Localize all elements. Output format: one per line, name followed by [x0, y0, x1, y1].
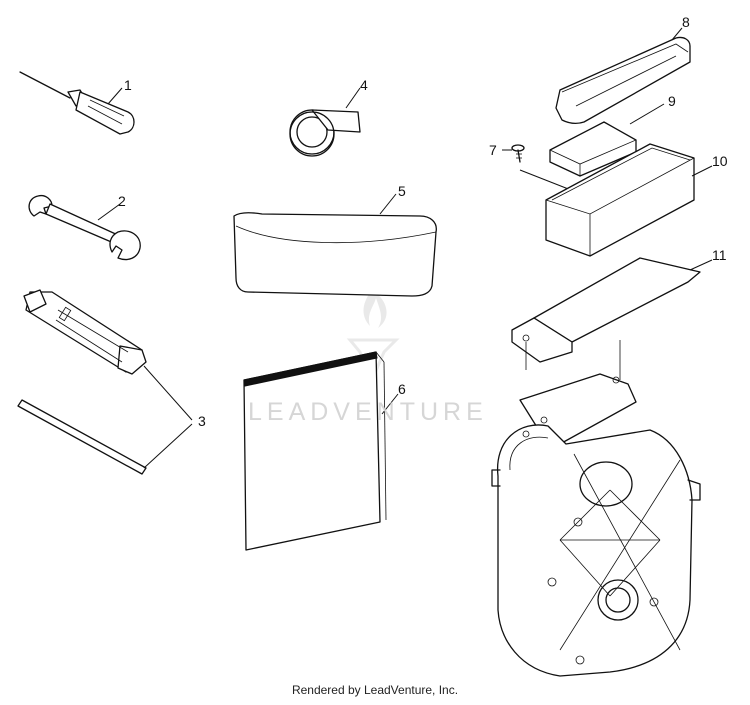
chaincase-housing: [491, 373, 701, 677]
callout-9: 9: [668, 93, 676, 109]
leader-lines: [97, 27, 713, 469]
tool-pouch: [233, 212, 437, 297]
callout-3: 3: [198, 413, 206, 429]
callout-7: 7: [489, 142, 497, 158]
tommy-bar: [17, 399, 147, 475]
tape-roll: [289, 109, 361, 157]
owners-manual: [243, 351, 387, 551]
callout-6: 6: [398, 381, 406, 397]
watermark-logo: [346, 290, 400, 384]
battery-box: [545, 143, 695, 257]
screwdriver: [19, 71, 135, 135]
callout-8: 8: [682, 14, 690, 30]
callout-10: 10: [712, 153, 728, 169]
tube-wrench: [23, 289, 147, 375]
callout-4: 4: [360, 77, 368, 93]
battery-box-lid: [555, 36, 691, 124]
battery-bracket: [511, 257, 701, 380]
callout-11: 11: [712, 247, 727, 263]
watermark-text: LEADVENTURE: [248, 398, 488, 426]
callout-2: 2: [118, 193, 126, 209]
footer-credit: Rendered by LeadVenture, Inc.: [291, 683, 459, 697]
wrench: [28, 194, 141, 261]
callout-1: 1: [124, 77, 132, 93]
callout-5: 5: [398, 183, 406, 199]
